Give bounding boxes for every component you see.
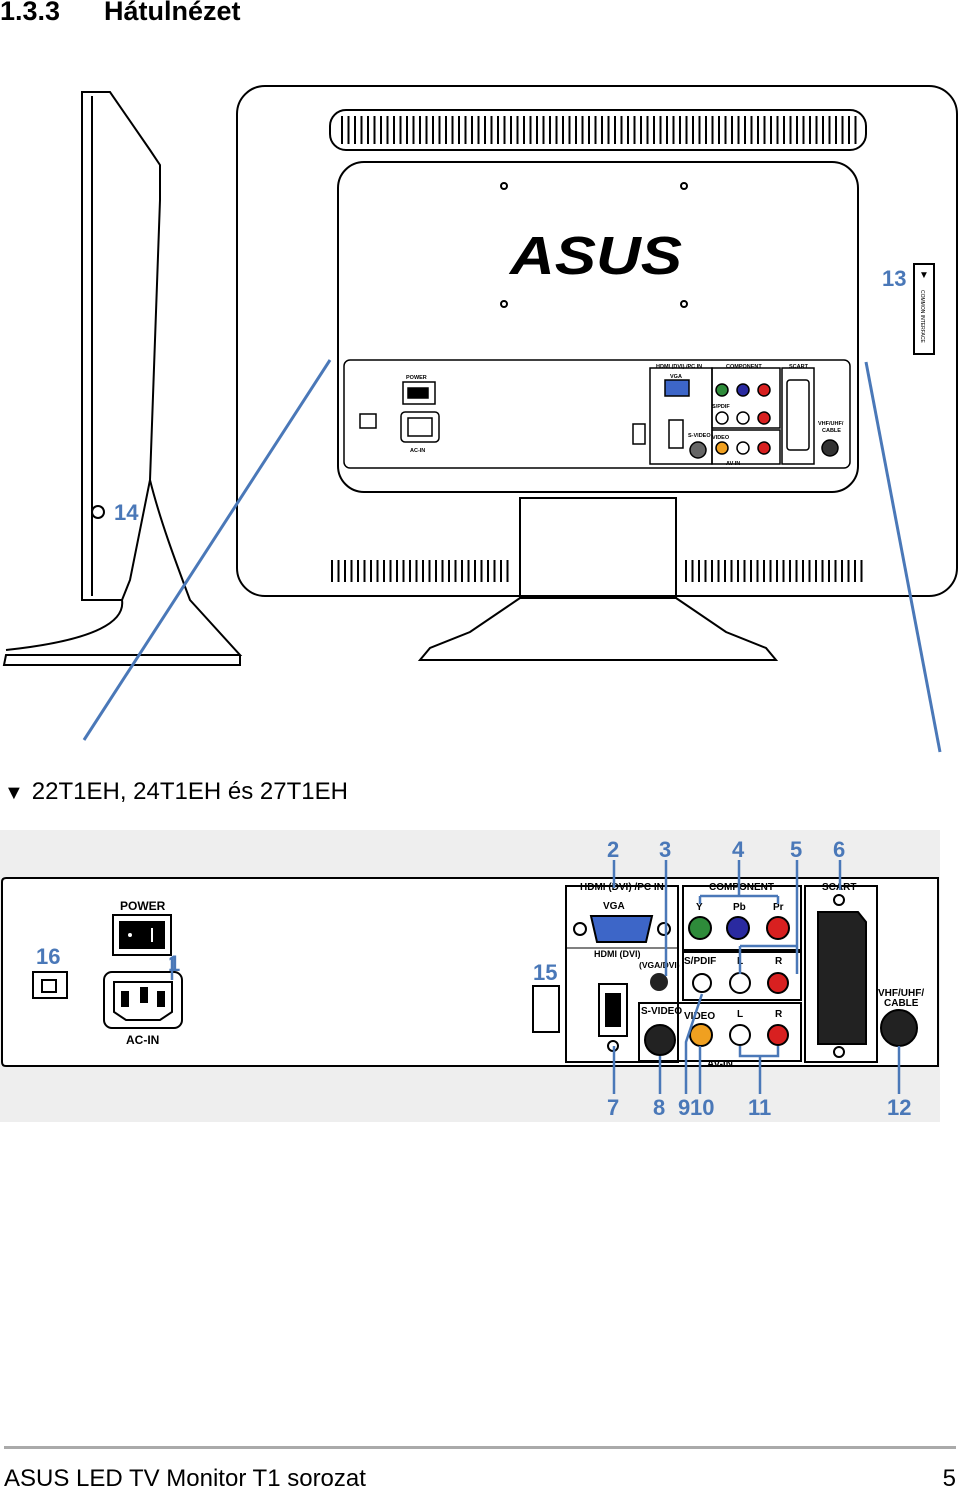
- svg-text:AC-IN: AC-IN: [410, 448, 425, 454]
- io-panel-detail: POWER AC-IN HDMI (DVI) /PC IN VGA HDMI (…: [0, 830, 940, 1122]
- y-label: Y: [696, 902, 703, 913]
- io-panel-small-labels: POWER AC-IN HDMI (DVI) /PC IN VGA COMPON…: [406, 364, 844, 467]
- zoom-line-left: [82, 359, 332, 741]
- hdmi-pc-in-label: HDMI (DVI) /PC IN: [580, 882, 664, 893]
- av-l-label: L: [737, 1009, 743, 1020]
- callout-16: 16: [36, 944, 60, 969]
- scart-port: [817, 911, 867, 1045]
- svg-text:VIDEO: VIDEO: [712, 435, 730, 441]
- svg-text:CABLE: CABLE: [822, 428, 841, 434]
- av-l-jack: [729, 1024, 751, 1046]
- video-jack: [689, 1023, 713, 1047]
- callout-12: 12: [887, 1095, 911, 1120]
- vga-port: [573, 915, 671, 943]
- caption-bullet-icon: ▼: [4, 782, 24, 804]
- av-in-label: AV-IN: [707, 1059, 733, 1070]
- rear-view-illustration: 14 (function(){var g=document.currentScr…: [2, 85, 958, 753]
- section-number: 1.3.3: [0, 0, 61, 26]
- svideo-jack: [644, 1024, 676, 1056]
- caption-text: 22T1EH, 24T1EH és 27T1EH: [31, 778, 348, 805]
- section-heading: 1.3.3 Hátulnézet: [0, 0, 241, 27]
- svg-text:S-VIDEO: S-VIDEO: [688, 433, 711, 439]
- usb-slot: [532, 985, 560, 1033]
- footer-divider: [4, 1446, 956, 1449]
- pb-label: Pb: [733, 902, 746, 913]
- component-l-jack: [729, 972, 751, 994]
- asus-logo: ASUS: [508, 226, 682, 286]
- side-view: [2, 91, 243, 666]
- section-title: Hátulnézet: [104, 0, 241, 26]
- callout-2: 2: [607, 837, 619, 862]
- callout-15: 15: [533, 960, 557, 985]
- vent-top: (function(){var g=document.currentScript…: [331, 116, 863, 582]
- svg-text:AV-IN: AV-IN: [726, 461, 740, 467]
- svg-text:COMPONENT: COMPONENT: [726, 364, 762, 370]
- component-r-jack: [767, 972, 789, 994]
- callout-10: 10: [690, 1095, 714, 1120]
- video-label: VIDEO: [684, 1011, 715, 1022]
- vhf-label: VHF/UHF/: [878, 988, 924, 999]
- component-pb-jack: [726, 916, 750, 940]
- svg-text:HDMI (DVI) /PC IN: HDMI (DVI) /PC IN: [656, 364, 702, 370]
- page-number: 5: [942, 1465, 956, 1492]
- svg-text:S/PDIF: S/PDIF: [712, 404, 730, 410]
- callout-5: 5: [790, 837, 802, 862]
- callout-14: 14: [114, 500, 139, 525]
- callout-7: 7: [607, 1095, 619, 1120]
- callout-9: 9: [678, 1095, 690, 1120]
- component-label: COMPONENT: [709, 882, 774, 893]
- audio-in-jack: [650, 973, 668, 991]
- spdif-label: S/PDIF: [684, 956, 716, 967]
- callout-6: 6: [833, 837, 845, 862]
- detail-callouts: 2 3 4 5 6 1 16 15 7 8 9 10 11 12: [36, 837, 911, 1120]
- component-pr-jack: [766, 916, 790, 940]
- side-port-14: [91, 505, 105, 519]
- callout-13: 13: [882, 266, 906, 291]
- spdif-jack: [692, 973, 712, 993]
- vga-label: VGA: [603, 901, 625, 912]
- power-switch: [112, 914, 172, 956]
- scart-screw-top: [833, 894, 845, 906]
- zoom-line-right: [864, 361, 942, 753]
- kensington-lock: [32, 971, 68, 999]
- io-panel-small: [343, 359, 851, 469]
- leader-lines: [170, 860, 901, 1094]
- hdmi-port: [598, 983, 628, 1052]
- common-interface-slot: [913, 263, 935, 355]
- component-r-label: R: [775, 956, 783, 967]
- av-r-jack: [767, 1024, 789, 1046]
- footer-title: ASUS LED TV Monitor T1 sorozat: [4, 1465, 366, 1492]
- svg-text:VGA: VGA: [670, 374, 682, 380]
- ac-in-socket: [103, 971, 183, 1029]
- ci-arrow: ▼: [919, 270, 929, 281]
- vga-dvi-label: (VGA/DVI): [639, 960, 680, 970]
- antenna-jack: [880, 1009, 918, 1047]
- cable-label: CABLE: [884, 998, 919, 1009]
- callout-4: 4: [732, 837, 745, 862]
- power-label: POWER: [120, 899, 166, 913]
- pr-label: Pr: [773, 902, 784, 913]
- component-y-jack: [688, 916, 712, 940]
- hdmi-dvi-label: HDMI (DVI): [594, 949, 641, 959]
- vesa-holes: [500, 182, 688, 308]
- scart-screw-bottom: [833, 1046, 845, 1058]
- svg-text:SCART: SCART: [789, 364, 809, 370]
- svg-text:VHF/UHF/: VHF/UHF/: [818, 421, 844, 427]
- callout-11: 11: [748, 1095, 771, 1120]
- callout-1: 1: [168, 951, 180, 976]
- model-caption: ▼ 22T1EH, 24T1EH és 27T1EH: [4, 778, 348, 806]
- svg-text:POWER: POWER: [406, 375, 427, 381]
- ac-in-label: AC-IN: [126, 1033, 159, 1047]
- av-r-label: R: [775, 1009, 783, 1020]
- callout-3: 3: [659, 837, 671, 862]
- svideo-label: S-VIDEO: [641, 1006, 682, 1017]
- ci-label: COMMON INTERFACE: [919, 290, 925, 343]
- callout-8: 8: [653, 1095, 665, 1120]
